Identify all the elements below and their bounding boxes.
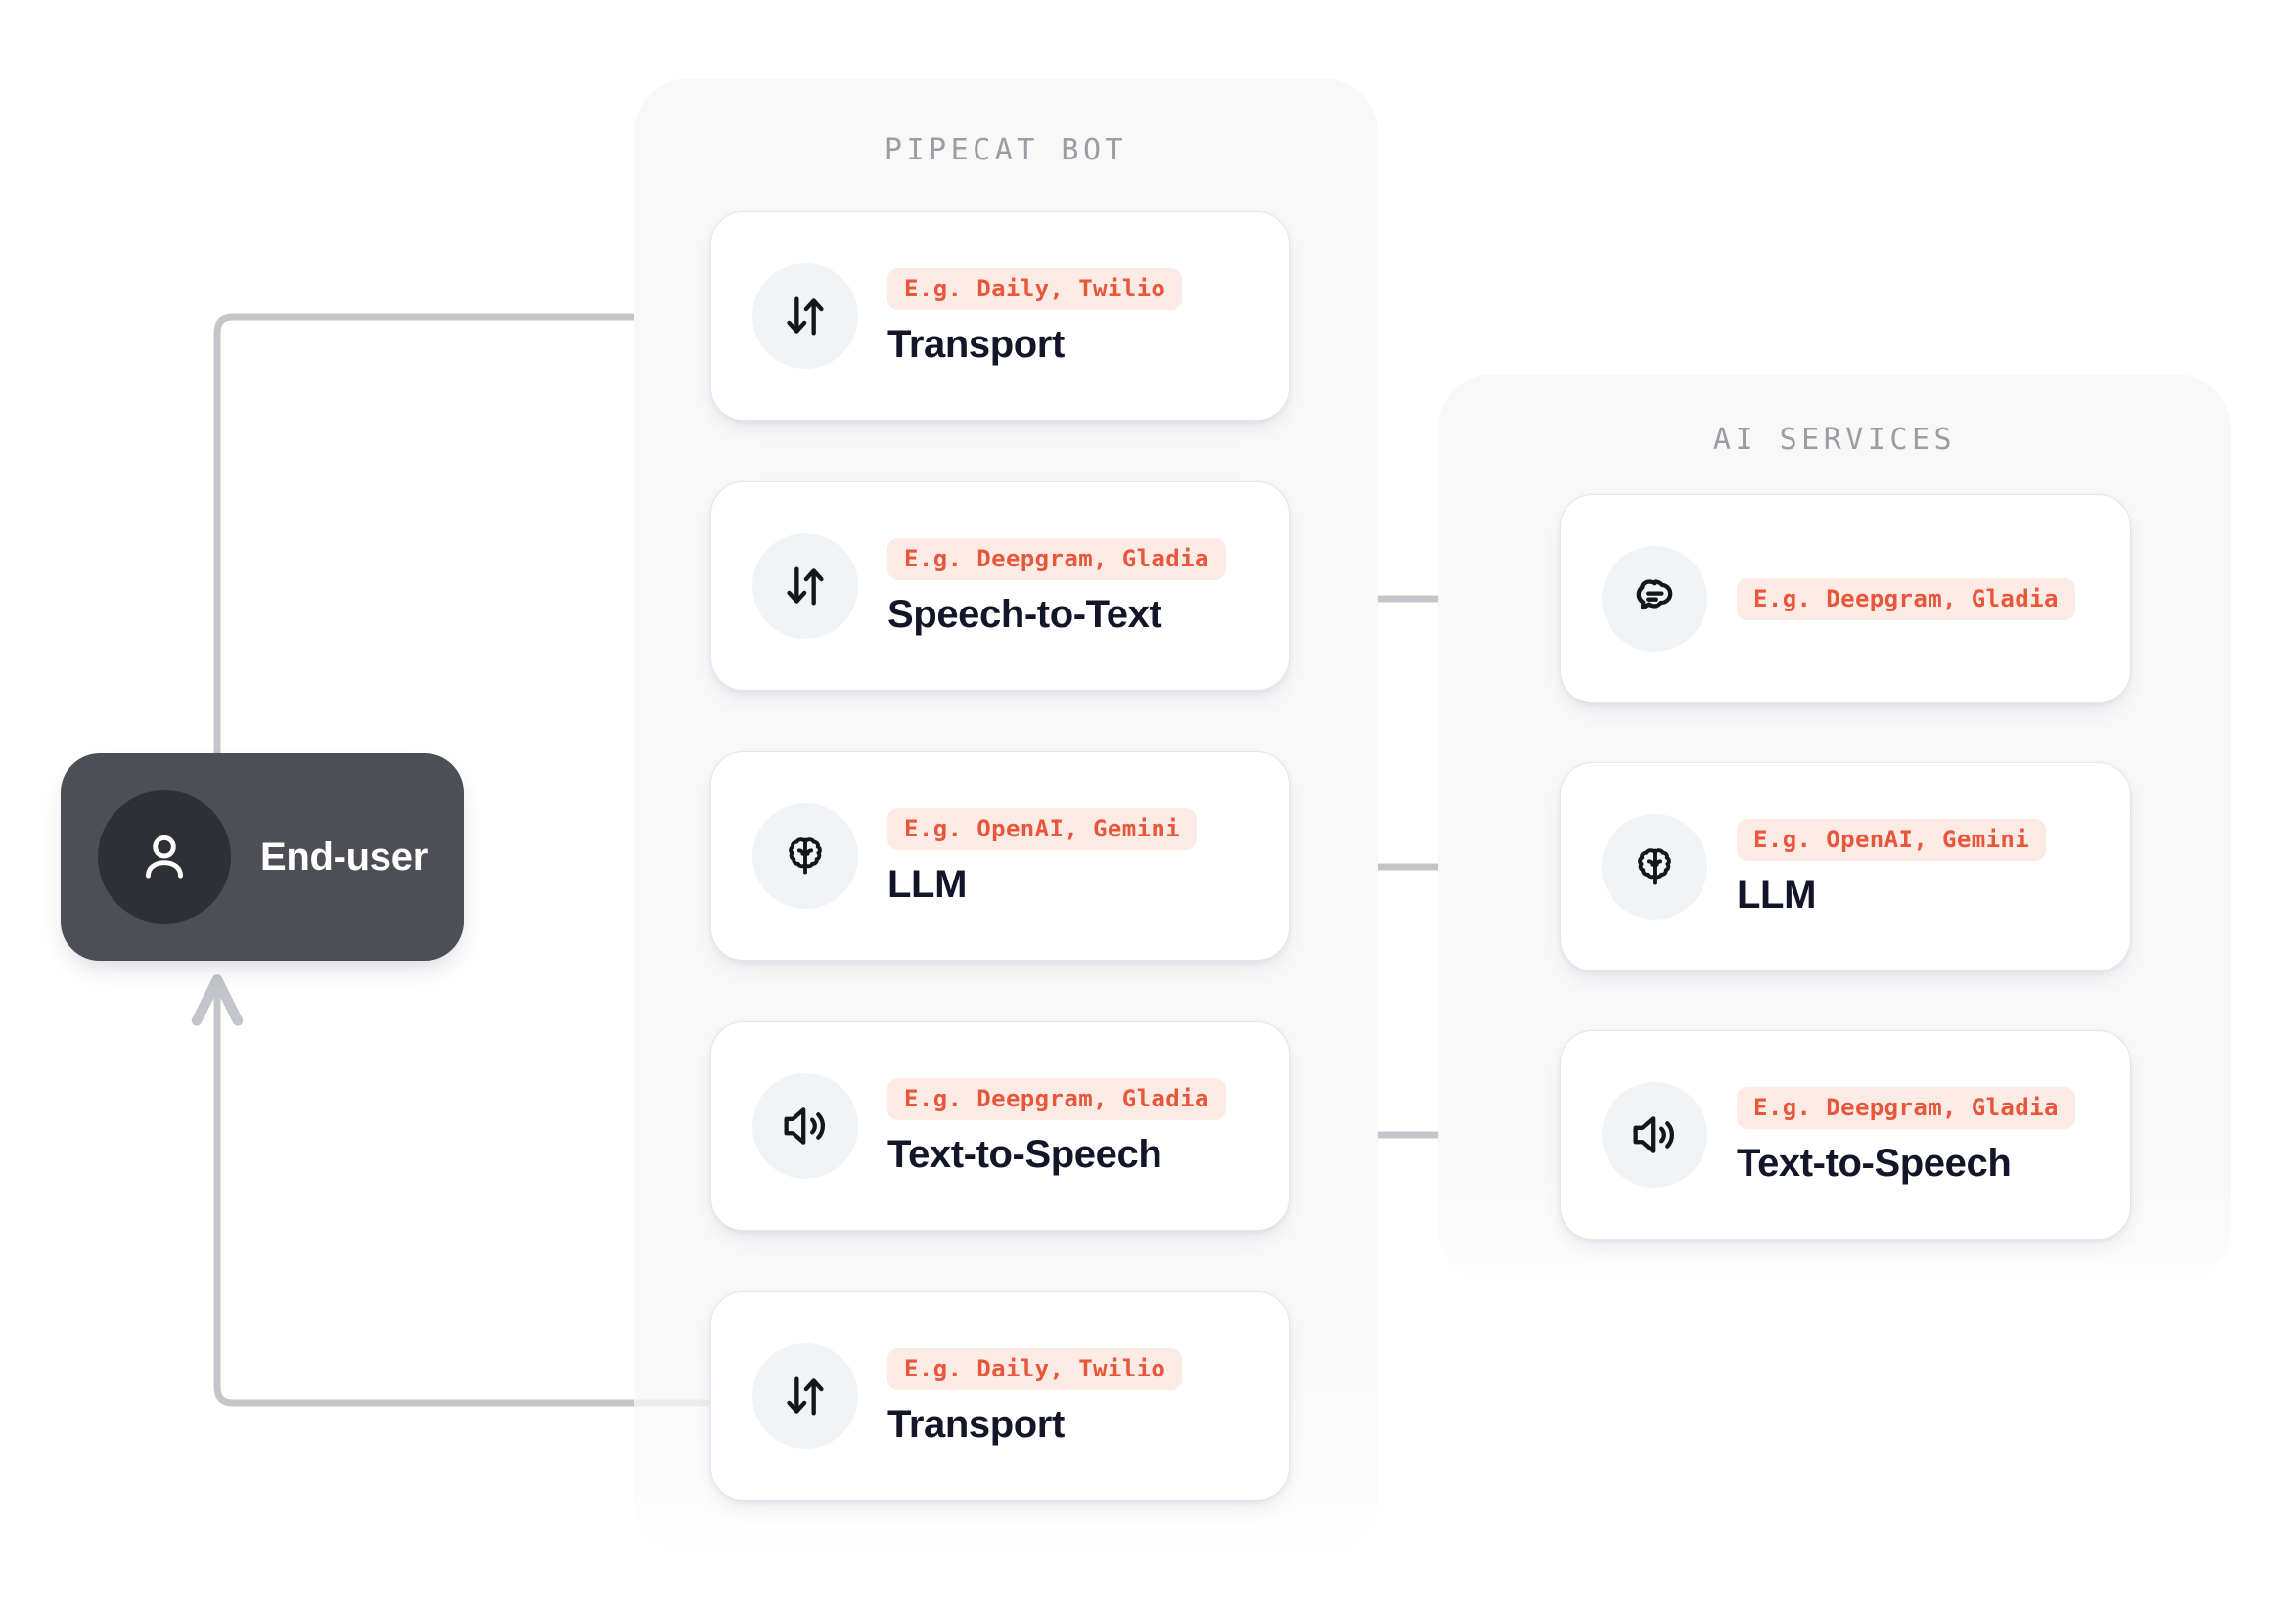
example-providers-badge: E.g. Deepgram, Gladia: [887, 537, 1226, 580]
card-body: E.g. OpenAI, Gemini LLM: [887, 807, 1198, 906]
icon-circle: [1602, 814, 1707, 920]
example-providers-badge: E.g. Daily, Twilio: [887, 1347, 1183, 1390]
transport-arrows-icon: [787, 1376, 824, 1416]
card-body: E.g. Deepgram, Gladia Text-to-Speech: [1737, 1086, 2075, 1185]
card-title: Text-to-Speech: [1737, 1141, 2012, 1185]
card-title: Transport: [887, 322, 1065, 366]
transport-arrows-icon: [787, 566, 824, 606]
transport-arrows-icon: [787, 296, 824, 336]
icon-circle: [752, 533, 858, 639]
icon-circle: [752, 803, 858, 909]
icon-circle: [752, 1343, 858, 1449]
card-title: Text-to-Speech: [887, 1132, 1162, 1176]
speaker-icon: [1633, 1116, 1675, 1153]
speaker-icon: [784, 1107, 826, 1145]
icon-circle: [1602, 546, 1707, 652]
example-providers-badge: E.g. OpenAI, Gemini: [1737, 818, 2047, 861]
avatar: [98, 790, 231, 924]
example-providers-badge: E.g. Deepgram, Gladia: [887, 1077, 1226, 1120]
example-providers-badge: E.g. Daily, Twilio: [887, 267, 1183, 310]
ai-card-speech-to-text[interactable]: E.g. Deepgram, Gladia: [1560, 494, 2131, 703]
card-body: E.g. Deepgram, Gladia Text-to-Speech: [887, 1077, 1226, 1176]
icon-circle: [752, 263, 858, 369]
card-transport-in[interactable]: E.g. Daily, Twilio Transport: [710, 211, 1290, 421]
card-speech-to-text[interactable]: E.g. Deepgram, Gladia Speech-to-Text: [710, 481, 1290, 691]
card-title: LLM: [887, 862, 967, 906]
card-title: LLM: [1737, 873, 1816, 917]
ai-card-llm[interactable]: E.g. OpenAI, Gemini LLM: [1560, 762, 2131, 971]
card-body: E.g. Deepgram, Gladia: [1737, 577, 2075, 620]
card-text-to-speech[interactable]: E.g. Deepgram, Gladia Text-to-Speech: [710, 1021, 1290, 1231]
user-icon: [146, 835, 183, 879]
example-providers-badge: E.g. OpenAI, Gemini: [887, 807, 1198, 850]
ai-services-panel-title: AI SERVICES: [1712, 423, 1957, 457]
connector-enduser-to-transport-in: [213, 291, 710, 757]
ai-card-text-to-speech[interactable]: E.g. Deepgram, Gladia Text-to-Speech: [1560, 1030, 2131, 1240]
card-llm[interactable]: E.g. OpenAI, Gemini LLM: [710, 751, 1290, 961]
card-body: E.g. Deepgram, Gladia Speech-to-Text: [887, 537, 1226, 636]
brain-icon: [789, 837, 822, 875]
card-title: Speech-to-Text: [887, 592, 1162, 636]
brain-icon: [1638, 848, 1671, 885]
example-providers-badge: E.g. Deepgram, Gladia: [1737, 1086, 2075, 1129]
card-body: E.g. OpenAI, Gemini LLM: [1737, 818, 2047, 917]
card-body: E.g. Daily, Twilio Transport: [887, 1347, 1183, 1446]
speech-bubble-icon: [1636, 579, 1673, 610]
end-user-node[interactable]: End-user: [61, 753, 464, 961]
icon-circle: [752, 1073, 858, 1179]
card-body: E.g. Daily, Twilio Transport: [887, 267, 1183, 366]
example-providers-badge: E.g. Deepgram, Gladia: [1737, 577, 2075, 620]
card-title: Transport: [887, 1402, 1065, 1446]
pipecat-bot-panel-title: PIPECAT BOT: [884, 133, 1128, 167]
icon-circle: [1602, 1082, 1707, 1188]
card-transport-out[interactable]: E.g. Daily, Twilio Transport: [710, 1291, 1290, 1501]
connector-transport-out-to-enduser: [191, 974, 710, 1407]
end-user-label: End-user: [260, 835, 428, 879]
